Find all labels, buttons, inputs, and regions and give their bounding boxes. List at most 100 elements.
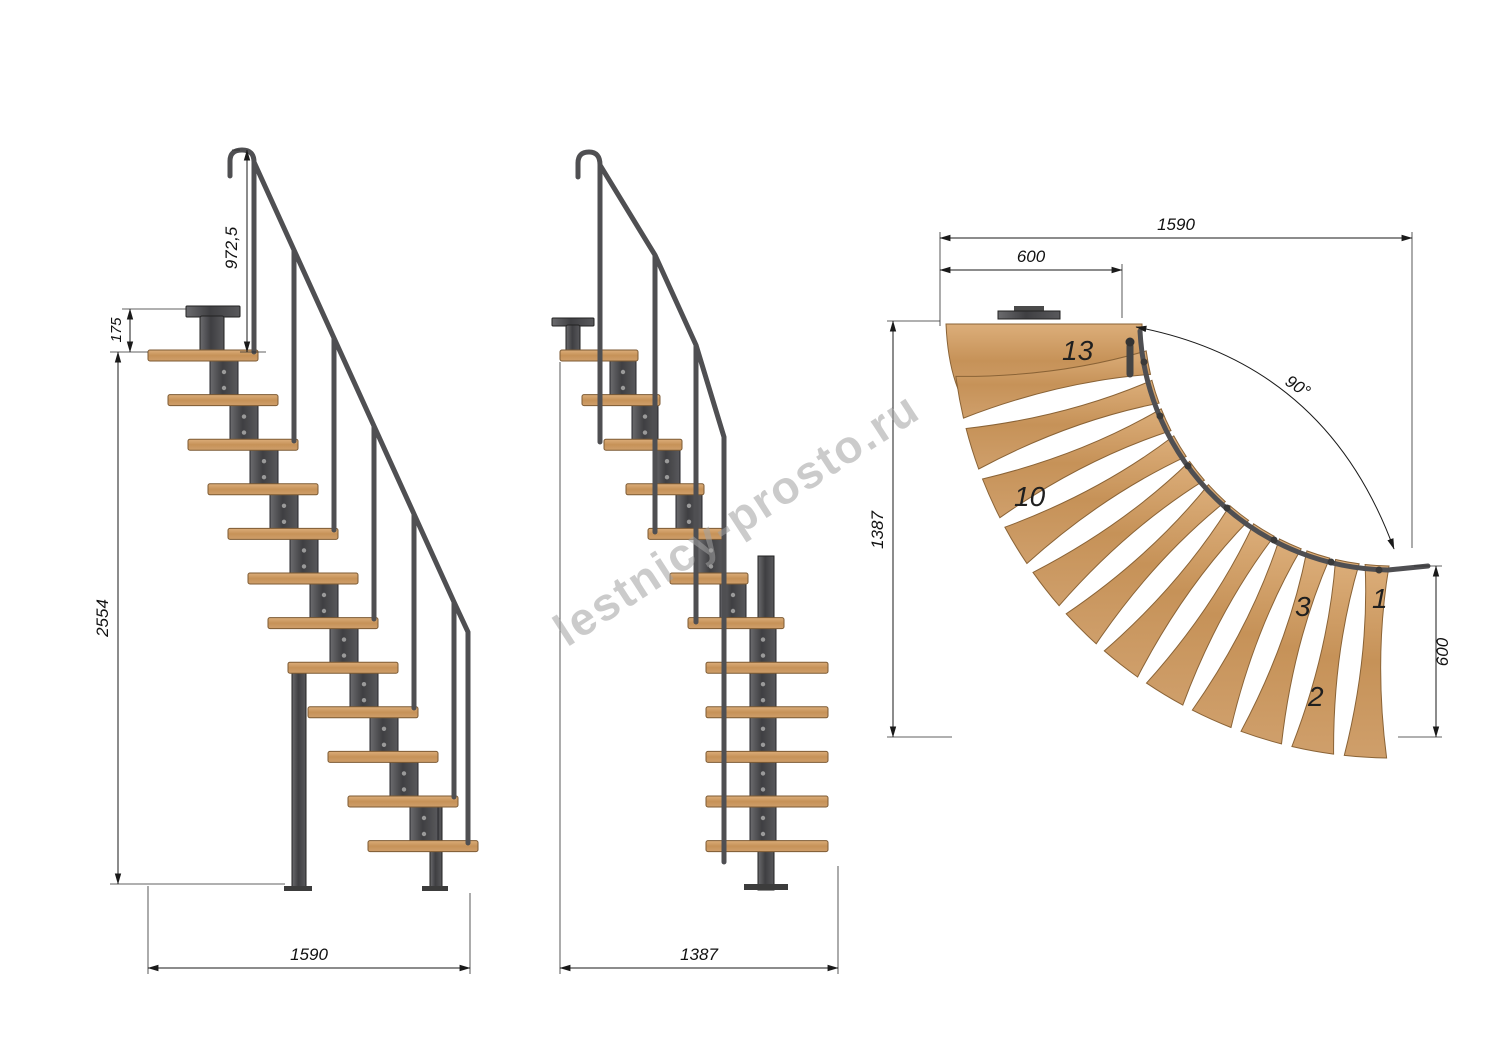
wall-plate: [997, 310, 1061, 320]
dim-depth-label: 1387: [868, 511, 887, 549]
bolt: [381, 742, 387, 747]
side-tread: [247, 572, 359, 585]
side-handrail: [227, 147, 471, 846]
bolt: [760, 815, 766, 821]
bolt: [708, 548, 714, 553]
support-column: [291, 667, 307, 889]
dim-total-height-label: 2554: [93, 599, 112, 638]
wall-plate-tab: [1014, 306, 1044, 311]
dim-wall-offset-label: 175: [108, 317, 125, 343]
bolt: [341, 637, 347, 642]
side-tread: [227, 527, 339, 540]
bolt: [321, 608, 327, 614]
bolt: [708, 564, 714, 569]
bolt: [760, 653, 766, 658]
bolt: [301, 564, 307, 569]
bolt: [760, 742, 766, 747]
bolt: [730, 608, 736, 614]
side-tread: [367, 840, 479, 853]
side-tread: [307, 706, 419, 719]
front-tread: [687, 617, 785, 630]
bolt: [730, 592, 736, 598]
column-base: [284, 886, 312, 891]
plan-dimensions: 1590 600 1387 600: [868, 215, 1452, 738]
step-label-2: 2: [1307, 681, 1324, 712]
bolt: [221, 369, 227, 375]
dim-rail-height-label: 972,5: [222, 226, 241, 269]
bolt: [241, 430, 247, 435]
bolt: [281, 519, 287, 524]
bolt: [421, 815, 427, 821]
front-elevation-view: 1387: [551, 149, 839, 974]
bolt: [301, 548, 307, 553]
bolt: [760, 726, 766, 731]
bolt: [686, 503, 692, 508]
bolt: [760, 771, 766, 776]
front-dimensions: 1387: [559, 362, 839, 974]
bolt: [620, 369, 626, 375]
side-tread: [187, 438, 299, 451]
dim-first-step-label: 600: [1433, 637, 1452, 666]
side-elevation-view: 2554 175 972,5 1590: [93, 147, 479, 974]
bolt: [401, 787, 407, 792]
wall-bracket-stem: [199, 315, 225, 355]
bolt: [261, 475, 267, 480]
side-tread: [207, 483, 319, 496]
step-label-1: 1: [1372, 583, 1388, 614]
bolt: [361, 698, 367, 703]
side-tread: [147, 349, 259, 362]
bolt: [760, 682, 766, 687]
bolt: [381, 726, 387, 731]
dim-arc-angle: [1135, 325, 1395, 550]
bolt: [221, 385, 227, 391]
dim-landing-label: 600: [1017, 247, 1046, 266]
column-base: [422, 886, 448, 891]
dim-angle-label: 90°: [1282, 371, 1314, 401]
column-base: [744, 884, 788, 890]
bolt: [642, 430, 648, 435]
side-tread: [267, 617, 379, 630]
bolt: [664, 459, 670, 464]
bolt: [401, 771, 407, 776]
wall-bracket-plate: [185, 305, 241, 318]
front-tread: [705, 706, 829, 719]
bolt: [421, 831, 427, 837]
dim-run-label: 1387: [680, 945, 718, 964]
plan-top-view: 13 10 3 1 2 90° 1590 600 1387 600: [868, 215, 1452, 759]
step-label-13: 13: [1062, 335, 1094, 366]
bolt: [664, 475, 670, 480]
side-dimensions: 2554 175 972,5 1590: [93, 149, 471, 974]
dim-run-label: 1590: [290, 945, 328, 964]
front-tread: [705, 795, 829, 808]
bolt: [341, 653, 347, 658]
bolt: [686, 519, 692, 524]
plan-rail-hook-top: [1125, 337, 1135, 347]
bolt: [281, 503, 287, 508]
step-label-10: 10: [1014, 481, 1046, 512]
bolt: [261, 459, 267, 464]
bolt: [760, 698, 766, 703]
bolt: [760, 787, 766, 792]
bolt: [760, 637, 766, 642]
front-tread: [603, 438, 683, 451]
bolt: [642, 414, 648, 419]
front-tread: [705, 840, 829, 853]
bolt: [321, 592, 327, 598]
side-steps-group: [147, 349, 479, 853]
dim-width-label: 1590: [1157, 215, 1195, 234]
side-tread: [327, 750, 439, 763]
bolt: [241, 414, 247, 419]
front-tread: [705, 750, 829, 763]
side-tread: [347, 795, 459, 808]
plan-fan-group: [955, 350, 1390, 759]
front-tread: [705, 661, 829, 674]
wall-bracket-stem: [565, 324, 581, 354]
step-label-3: 3: [1295, 591, 1311, 622]
side-tread: [167, 394, 279, 407]
bolt: [620, 385, 626, 391]
bolt: [361, 682, 367, 687]
front-tread: [625, 483, 705, 496]
front-tread: [669, 572, 749, 585]
